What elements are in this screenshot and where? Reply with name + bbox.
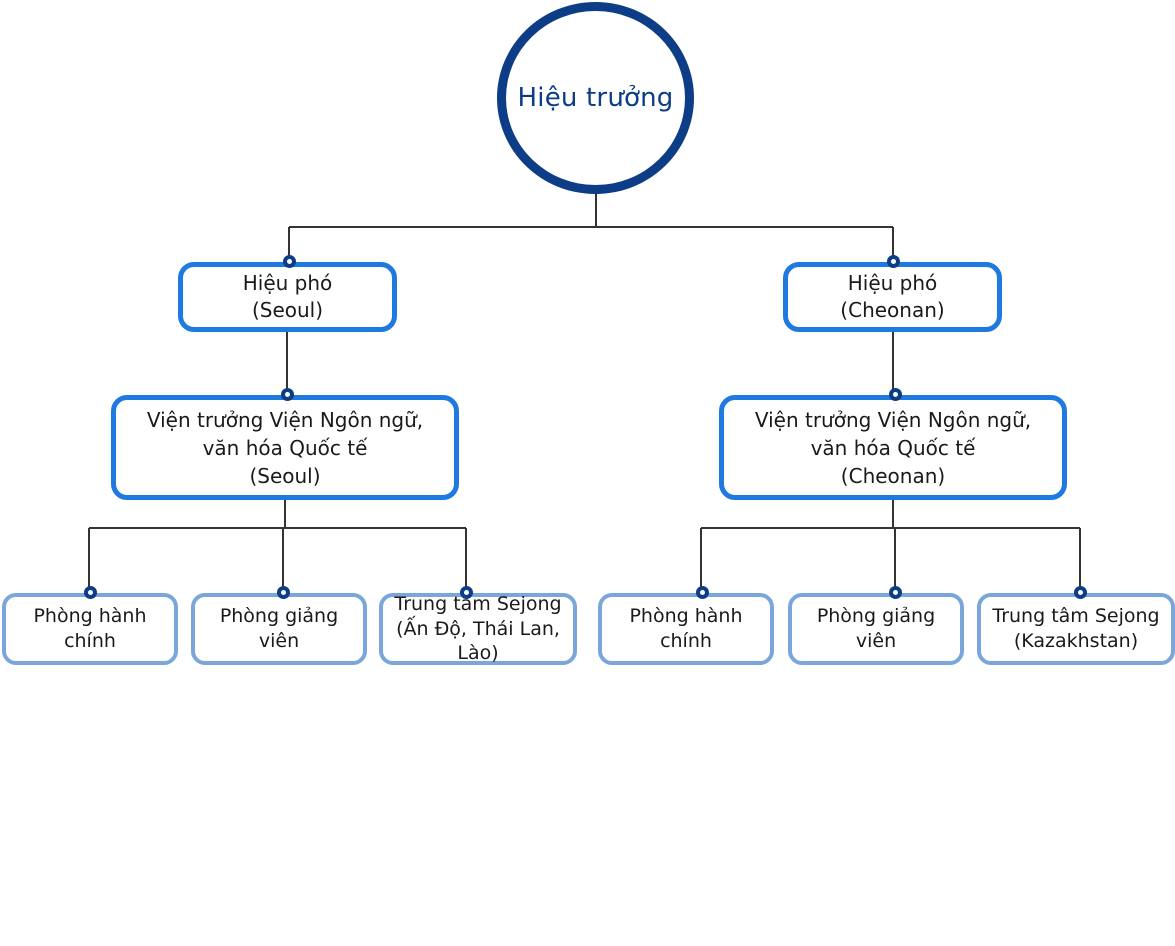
node-faculty-office-cheonan-label: Phòng giảng viên	[816, 605, 936, 652]
connector-dot-institute-seoul	[281, 388, 294, 401]
node-admin-office-seoul-label: Phòng hành chính	[33, 605, 147, 652]
connector-dot-institute-cheonan	[889, 388, 902, 401]
node-institute-director-seoul[interactable]: Viện trưởng Viện Ngôn ngữ, văn hóa Quốc …	[111, 395, 459, 500]
node-root-label: Hiệu trưởng	[517, 83, 674, 113]
connector-dot-vp-cheonan	[887, 255, 900, 268]
connector-dot-admin-office-seoul	[84, 586, 97, 599]
connector-dot-sejong-center-cheonan	[1074, 586, 1087, 599]
node-admin-office-seoul[interactable]: Phòng hành chính	[2, 593, 178, 665]
node-vice-principal-seoul-label: Hiệu phó (Seoul)	[242, 271, 333, 322]
node-sejong-center-cheonan-label: Trung tâm Sejong (Kazakhstan)	[992, 605, 1160, 652]
node-sejong-center-seoul[interactable]: Trung tâm Sejong (Ấn Độ, Thái Lan, Lào)	[379, 593, 577, 665]
node-faculty-office-seoul-label: Phòng giảng viên	[219, 605, 339, 652]
node-faculty-office-seoul[interactable]: Phòng giảng viên	[191, 593, 367, 665]
connector-dot-vp-seoul	[283, 255, 296, 268]
connector-dot-faculty-office-cheonan	[889, 586, 902, 599]
node-admin-office-cheonan[interactable]: Phòng hành chính	[598, 593, 774, 665]
node-institute-director-seoul-label: Viện trưởng Viện Ngôn ngữ, văn hóa Quốc …	[146, 407, 424, 488]
node-root-principal[interactable]: Hiệu trưởng	[497, 2, 694, 194]
connector-dot-sejong-center-seoul	[460, 586, 473, 599]
node-vice-principal-cheonan[interactable]: Hiệu phó (Cheonan)	[783, 262, 1002, 332]
node-admin-office-cheonan-label: Phòng hành chính	[629, 605, 743, 652]
node-institute-director-cheonan-label: Viện trưởng Viện Ngôn ngữ, văn hóa Quốc …	[754, 407, 1032, 488]
node-vice-principal-cheonan-label: Hiệu phó (Cheonan)	[840, 271, 945, 322]
connector-dot-admin-office-cheonan	[696, 586, 709, 599]
connector-dot-faculty-office-seoul	[277, 586, 290, 599]
node-sejong-center-cheonan[interactable]: Trung tâm Sejong (Kazakhstan)	[977, 593, 1175, 665]
node-faculty-office-cheonan[interactable]: Phòng giảng viên	[788, 593, 964, 665]
node-institute-director-cheonan[interactable]: Viện trưởng Viện Ngôn ngữ, văn hóa Quốc …	[719, 395, 1067, 500]
node-vice-principal-seoul[interactable]: Hiệu phó (Seoul)	[178, 262, 397, 332]
node-sejong-center-seoul-label: Trung tâm Sejong (Ấn Độ, Thái Lan, Lào)	[394, 592, 562, 665]
